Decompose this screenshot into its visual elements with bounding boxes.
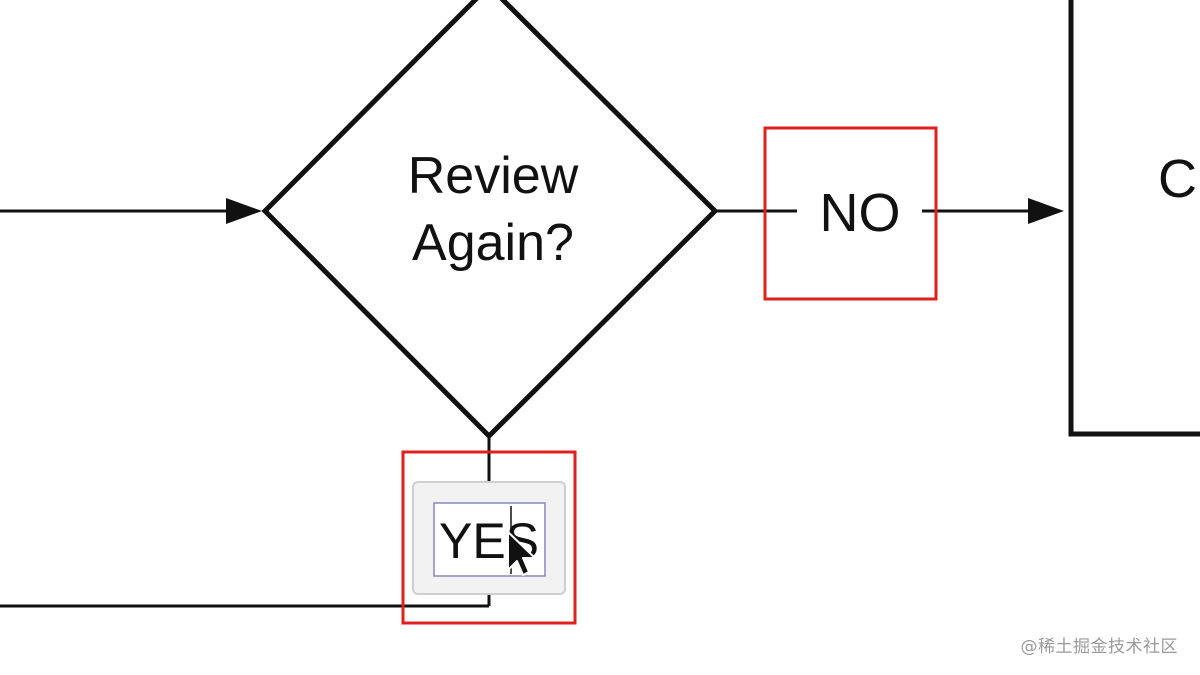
next-process-label: C <box>1158 149 1197 209</box>
decision-label-line2: Again? <box>412 214 574 272</box>
decision-label-line1: Review <box>408 147 579 205</box>
next-process-box[interactable] <box>1068 0 1200 437</box>
no-branch-connector <box>715 198 1064 224</box>
arrow-cursor-icon <box>507 531 536 576</box>
no-label[interactable]: NO <box>820 183 901 243</box>
incoming-arrow <box>0 198 262 224</box>
yes-highlight-box <box>401 450 577 625</box>
no-highlight-box <box>763 126 938 301</box>
watermark-text: @稀土掘金技术社区 <box>1020 637 1178 657</box>
